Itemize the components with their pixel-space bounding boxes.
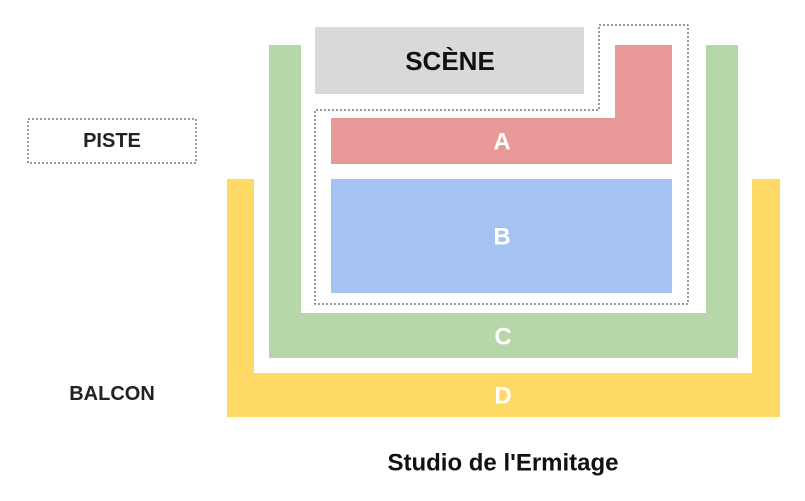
piste-legend-box <box>27 118 197 164</box>
zone-d-label: D <box>494 383 511 410</box>
zone-d-shape[interactable] <box>227 179 780 417</box>
zone-b-shape[interactable] <box>331 179 672 293</box>
piste-outline <box>314 24 689 305</box>
zone-a-label: A <box>493 129 510 156</box>
stage-label: SCÈNE <box>405 46 495 76</box>
zone-c-label: C <box>494 324 511 351</box>
piste-label: PISTE <box>83 130 141 152</box>
balcon-label: BALCON <box>69 383 155 405</box>
venue-title: Studio de l'Ermitage <box>387 450 618 477</box>
stage-shape <box>315 27 584 94</box>
zone-c-shape[interactable] <box>269 45 738 358</box>
zone-a-shape[interactable] <box>331 45 672 164</box>
zone-b-label: B <box>493 224 510 251</box>
